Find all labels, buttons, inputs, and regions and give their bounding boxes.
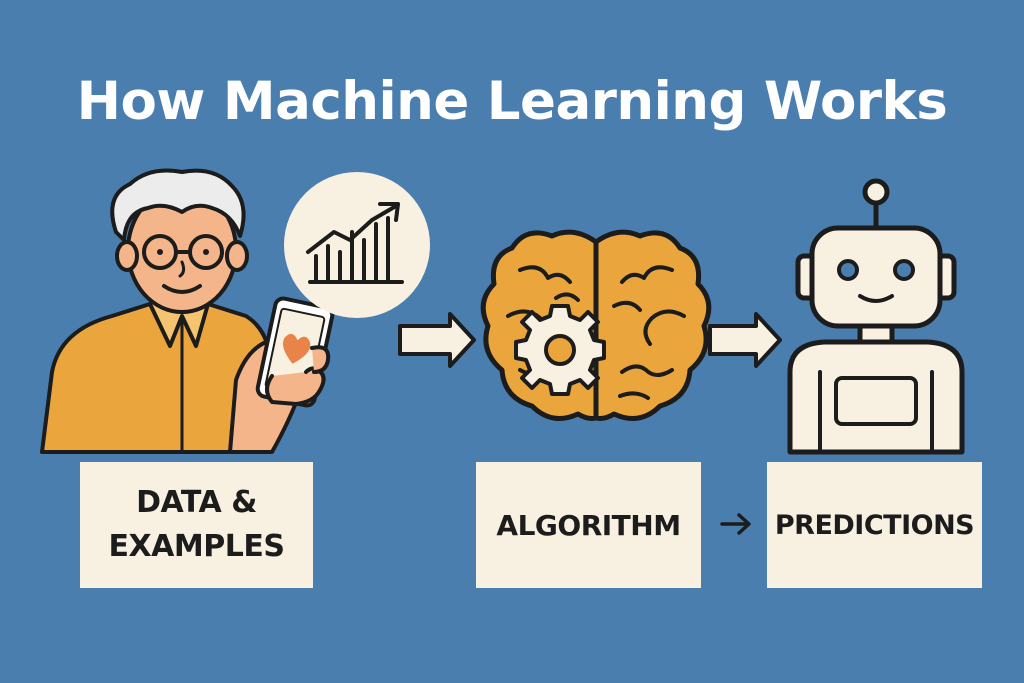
growth-chart-icon	[284, 172, 430, 318]
data-examples-label: DATA & EXAMPLES	[80, 462, 313, 588]
diagram-title: How Machine Learning Works	[76, 71, 948, 132]
predictions-label: PREDICTIONS	[767, 462, 982, 588]
arrow-right-icon	[398, 312, 476, 368]
robot-icon	[787, 178, 965, 455]
small-arrow-icon	[720, 513, 751, 535]
data-label-line1: DATA &	[136, 485, 257, 520]
arrow-right-icon	[708, 312, 782, 368]
person-with-phone-icon	[40, 168, 335, 454]
data-label-line2: EXAMPLES	[108, 529, 285, 564]
brain-gear-icon	[480, 229, 712, 421]
algorithm-label: ALGORITHM	[476, 462, 701, 588]
